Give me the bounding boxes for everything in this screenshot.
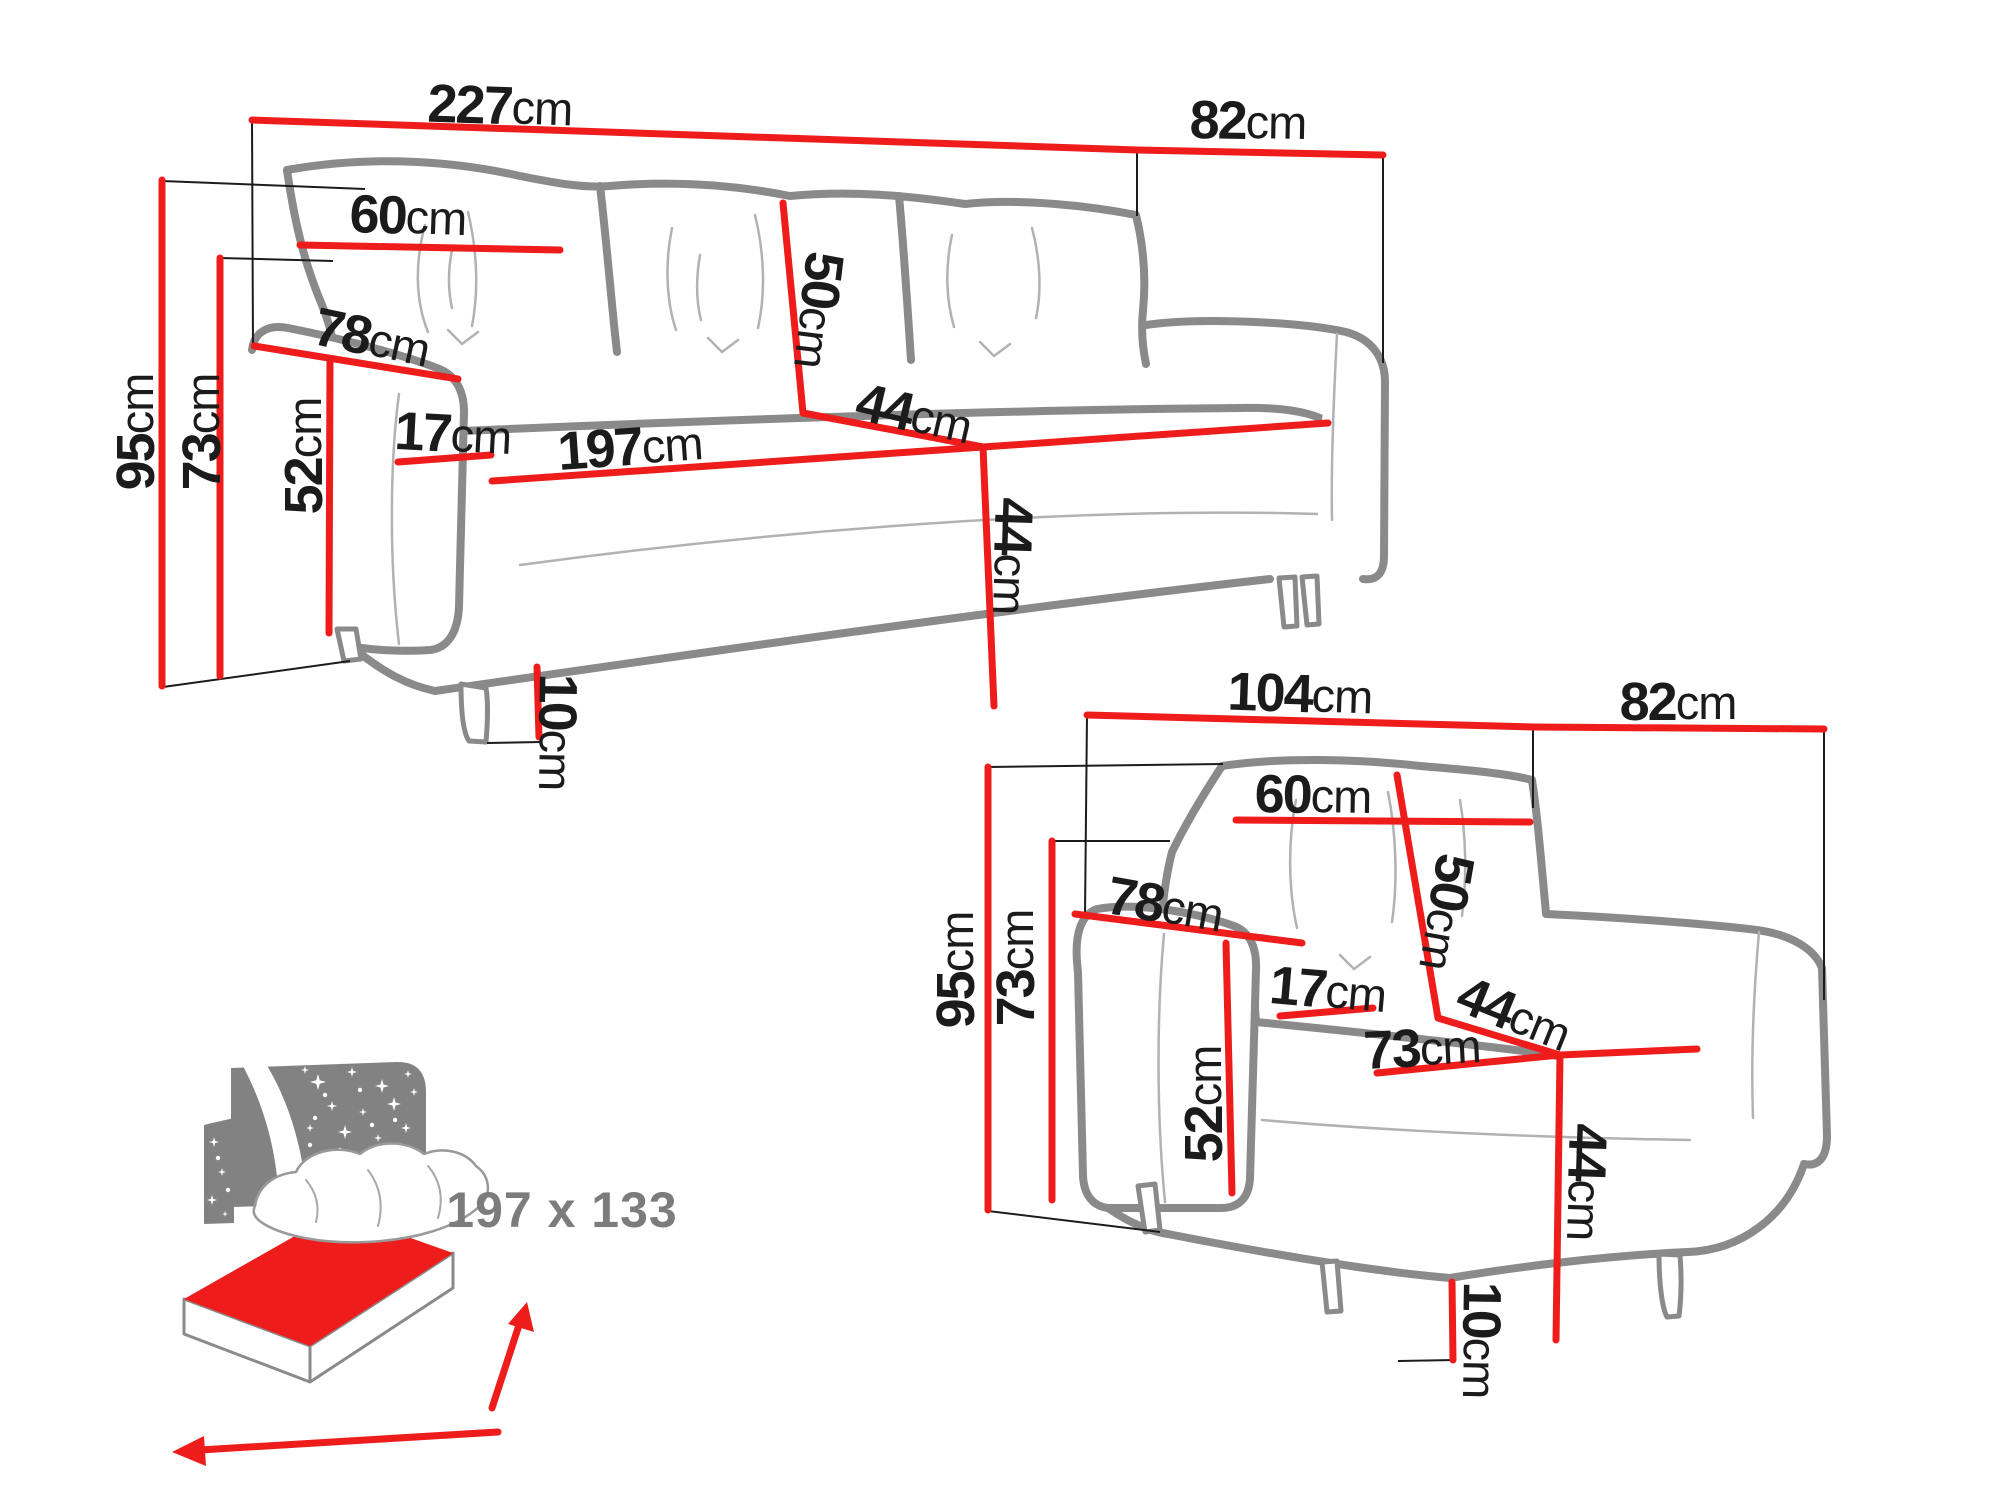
armchair-ext-floor (987, 1210, 1161, 1233)
armchair-label-total-width: 104cm (1227, 661, 1374, 726)
sofa-right-arm-crease (1330, 332, 1339, 522)
sofa-dim-line-leg-height (533, 663, 543, 741)
bed-moon-swoosh (243, 1064, 307, 1203)
armchair-dim-line-seat-depth (1434, 1014, 1564, 1059)
sofa-label-cushion-width: 60cm (349, 184, 468, 248)
armchair-dim-line-leg-height (1448, 1278, 1457, 1364)
bed-duvet-folds (305, 1165, 442, 1227)
armchair-dim-line-seat-height (1552, 1051, 1564, 1344)
armchair-ext-leg-floor (1397, 1359, 1457, 1362)
sofa-left-arm-front-crease (390, 392, 401, 646)
armchair-label-total-height: 95cm (926, 912, 986, 1029)
armchair-legs (1135, 1181, 1684, 1320)
sofa-label-depth: 82cm (1189, 90, 1307, 152)
sofa-label-total-height: 95cm (106, 374, 166, 491)
sofa-label-total-width: 227cm (427, 73, 574, 138)
armchair-label-arm-width: 17cm (1267, 955, 1389, 1025)
sofa-dimension-lines (158, 116, 1387, 741)
sofa-label-arm-depth: 78cm (309, 297, 436, 380)
armchair-label-seat-height: 44cm (1554, 1123, 1618, 1242)
armchair-dim-line-cushion-width (1232, 816, 1534, 826)
sofa-left-arm (252, 327, 464, 651)
bed-mattress-top (184, 1212, 453, 1346)
sofa-dim-line-arm-height (325, 357, 334, 637)
armchair-label-seat-width: 73cm (1362, 1015, 1482, 1081)
bed-length-arrow (196, 1428, 502, 1454)
armchair-dim-line-arm-height (1222, 939, 1236, 1197)
sofa-seat-top-edge (390, 403, 1335, 438)
armchair-label-depth: 82cm (1620, 672, 1737, 732)
armchair-base-bottom-edge (1104, 1160, 1808, 1282)
armchair-cushion-creases (1288, 790, 1467, 971)
sofa-base-bottom-edge (348, 575, 1274, 695)
sofa-label-arm-width: 17cm (393, 401, 513, 467)
sofa-dim-line-seat-height (979, 443, 998, 710)
sofa-drawing (248, 157, 1389, 745)
armchair-label-arm-height: 52cm (1174, 1046, 1234, 1163)
sofa-extension-lines (161, 119, 1384, 744)
sofa-ext-backheight-top (219, 257, 334, 262)
sofa-label-seat-width: 197cm (556, 412, 705, 482)
armchair-dimension-lines (984, 711, 1828, 1364)
sofa-dim-line-cushion-height (779, 199, 807, 417)
sofa-dim-line-arm-depth (250, 342, 462, 383)
armchair-dim-line-depth (1529, 723, 1828, 733)
armchair-label-cushion-height: 50cm (1406, 849, 1485, 974)
bed-width-arrow (488, 1318, 524, 1412)
armchair-label-leg-height: 10cm (1450, 1281, 1512, 1399)
armchair-label-arm-depth: 78cm (1102, 865, 1227, 944)
sofa-dim-line-depth (1133, 146, 1387, 159)
sofa-dimension-labels: 227cm 82cm 95cm 73cm 60cm 78cm 52cm 50cm… (106, 73, 1307, 790)
sofa-ext-height-top (161, 180, 366, 190)
sofa-dim-line-seat-depth (799, 409, 987, 451)
sofa-label-back-height: 73cm (172, 374, 232, 491)
armchair-backrest-top-edge (1218, 755, 1550, 917)
armchair-dim-line-arm-width (1276, 1004, 1377, 1020)
sofa-cushion-separator-2 (895, 192, 915, 364)
sofa-cushion-creases (416, 210, 1041, 358)
armchair-dimension-labels: 104cm 82cm 95cm 73cm 60cm 78cm 52cm 50cm… (926, 661, 1737, 1399)
sofa-dim-line-cushion-width (296, 241, 564, 254)
sofa-label-seat-height: 44cm (980, 497, 1044, 616)
armchair-label-back-height: 73cm (986, 910, 1046, 1027)
bed-headboard-sliver (204, 1118, 234, 1224)
bed-size-label: 197 x 133 (446, 1182, 677, 1238)
armchair-dim-line-arm-depth (1071, 910, 1306, 947)
sofa-right-arm-outline (1142, 317, 1389, 584)
armchair-dim-line-cushion-height (1393, 771, 1442, 1022)
sofa-label-arm-height: 52cm (274, 398, 334, 515)
armchair-left-arm (1076, 906, 1257, 1208)
armchair-right-arm-outline (1542, 910, 1831, 1169)
armchair-right-arm-crease (1751, 930, 1761, 1120)
bed-mattress-side-right (308, 1251, 455, 1384)
armchair-ext-height-top (987, 763, 1224, 768)
sofa-backrest (287, 161, 1146, 431)
armchair-left-arm-crease (1157, 932, 1167, 1204)
armchair-ext-width-left (1084, 714, 1088, 916)
sofa-label-cushion-height: 50cm (781, 248, 855, 371)
sofa-ext-floor (162, 660, 351, 688)
armchair-drawing (1072, 755, 1831, 1320)
bed-icon: 197 x 133 (172, 1061, 677, 1466)
sofa-label-leg-height: 10cm (526, 673, 588, 791)
armchair-extension-lines (987, 714, 1825, 1362)
sofa-legs (334, 573, 1322, 745)
sofa-cushion-separator-1 (596, 182, 621, 356)
sofa-base-seam (518, 511, 1320, 567)
armchair-dim-line-total-width (1083, 711, 1537, 731)
bed-dimension-arrows (172, 1302, 534, 1466)
sofa-backrest-top-edge (283, 157, 1150, 368)
sofa-ext-leg-floor (486, 741, 542, 744)
armchair-label-cushion-width: 60cm (1254, 764, 1372, 826)
sofa-right-arm (1146, 321, 1385, 580)
armchair-base-seam (1260, 1118, 1692, 1142)
sofa-dim-line-total-width (248, 116, 1141, 154)
sofa-dim-line-arm-width (394, 451, 495, 466)
sofa-ext-width-left (251, 119, 254, 349)
